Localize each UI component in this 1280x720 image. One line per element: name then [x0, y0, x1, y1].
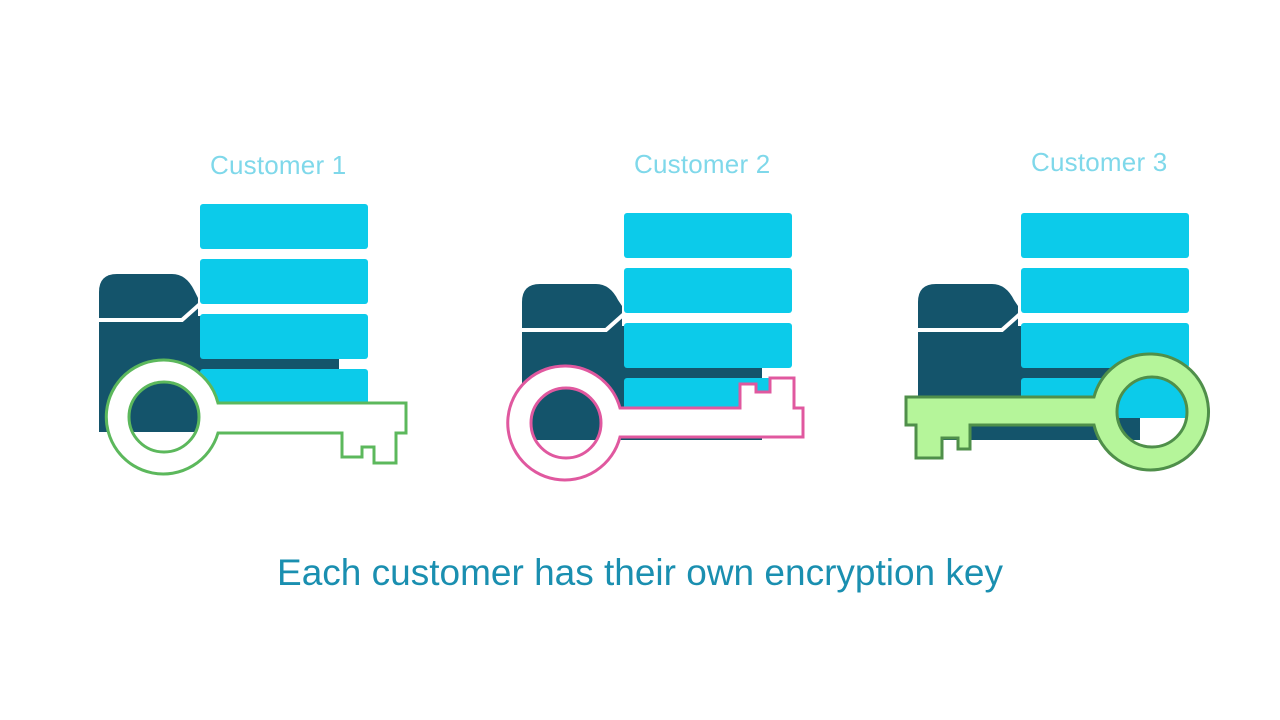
customer-1-group	[99, 204, 408, 476]
customer-3-group	[904, 213, 1211, 472]
key-icon	[506, 364, 805, 482]
key-icon	[104, 358, 408, 476]
server-stack-icon	[200, 204, 368, 409]
customer-1-label: Customer 1	[210, 150, 347, 180]
caption-text: Each customer has their own encryption k…	[277, 552, 1003, 593]
customer-2-group	[506, 213, 805, 482]
key-icon	[904, 352, 1211, 472]
customer-2-label: Customer 2	[634, 149, 771, 179]
customer-3-label: Customer 3	[1031, 147, 1168, 177]
